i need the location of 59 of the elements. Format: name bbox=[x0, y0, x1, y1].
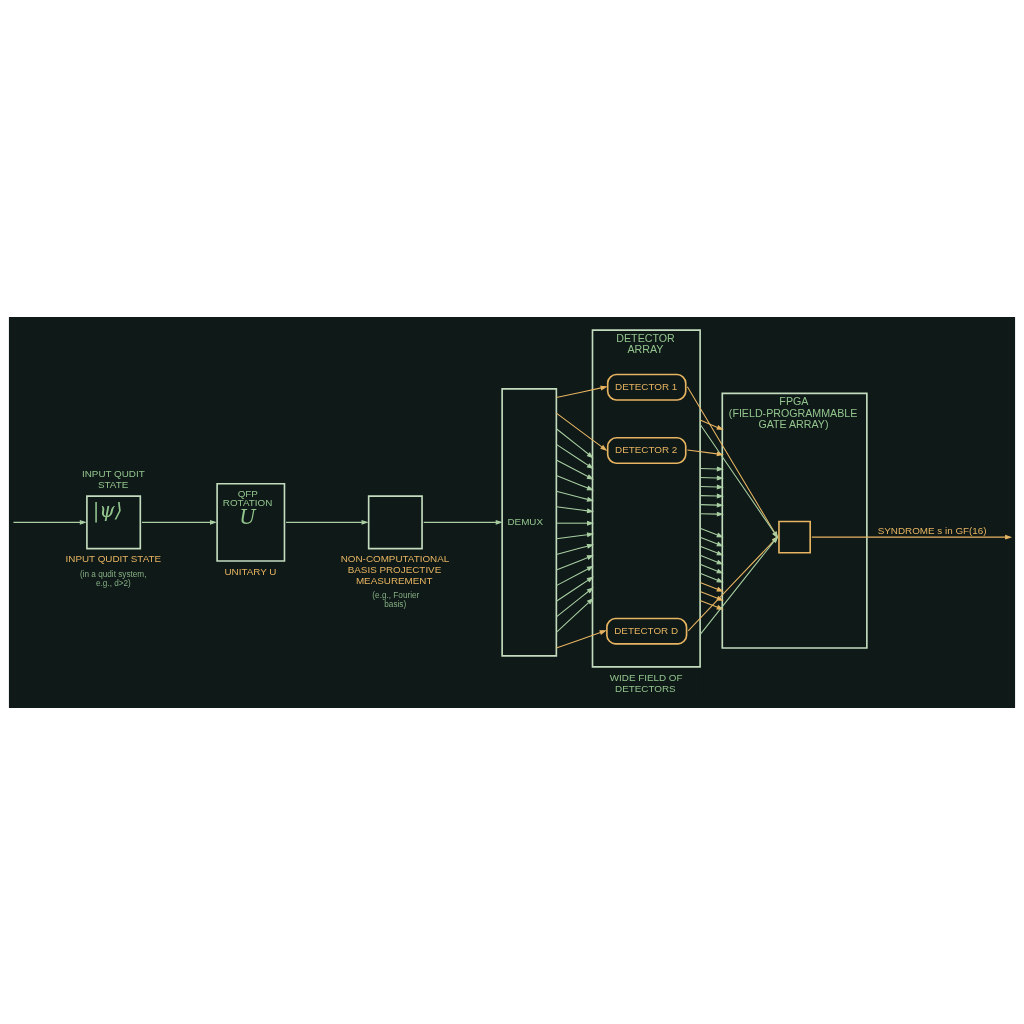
arrow bbox=[555, 474, 594, 490]
node-label: INPUT QUDIT STATE bbox=[65, 552, 162, 564]
arrow bbox=[555, 597, 594, 633]
arrow bbox=[699, 502, 724, 508]
node-box: DEMUX bbox=[501, 387, 558, 657]
arrow bbox=[285, 519, 369, 525]
arrow bbox=[555, 443, 594, 469]
arrow bbox=[699, 527, 724, 537]
arrow bbox=[555, 505, 595, 513]
arrow bbox=[555, 458, 594, 480]
arrow bbox=[699, 536, 724, 546]
arrow bbox=[687, 535, 779, 631]
arrow bbox=[699, 475, 724, 480]
node-box bbox=[778, 520, 811, 554]
arrow bbox=[555, 554, 594, 571]
node-label: WIDE FIELD OF DETECTORS bbox=[609, 671, 683, 694]
node-box: |ψ⟩ bbox=[86, 494, 142, 549]
arrow bbox=[699, 554, 724, 565]
arrow bbox=[423, 519, 503, 525]
node-box bbox=[367, 494, 423, 549]
arrow bbox=[699, 423, 779, 538]
arrow bbox=[686, 449, 724, 456]
node-box: DETECTOR 1 bbox=[606, 373, 687, 401]
node-box: DETECTOR D bbox=[606, 617, 688, 645]
node-label: NON-COMPUTATIONAL BASIS PROJECTIVE MEASUREMENT bbox=[340, 552, 450, 586]
edge-label: SYNDROME s in GF(16) bbox=[877, 524, 987, 536]
arrow bbox=[699, 563, 724, 574]
arrow bbox=[699, 581, 724, 592]
arrow bbox=[555, 427, 594, 458]
arrow bbox=[555, 565, 594, 586]
arrow bbox=[699, 590, 724, 601]
node-label: INPUT QUDIT STATE bbox=[81, 467, 145, 490]
arrow bbox=[811, 534, 1013, 540]
node-box: DETECTOR 2 bbox=[606, 436, 687, 464]
node-label: (e.g., Fourier basis) bbox=[372, 590, 420, 609]
arrow bbox=[555, 543, 595, 555]
arrow bbox=[699, 599, 724, 610]
arrow bbox=[141, 519, 218, 525]
arrow bbox=[555, 586, 594, 617]
arrow bbox=[699, 484, 724, 489]
arrow bbox=[699, 535, 779, 635]
arrow bbox=[555, 412, 608, 451]
cluster: FPGA (FIELD-PROGRAMMABLE GATE ARRAY) bbox=[721, 392, 868, 649]
arrow bbox=[555, 629, 607, 649]
arrow bbox=[699, 465, 724, 471]
arrow bbox=[699, 419, 724, 430]
arrow bbox=[699, 493, 724, 499]
arrow bbox=[12, 519, 87, 525]
arrow bbox=[699, 511, 724, 517]
arrow bbox=[555, 490, 595, 502]
arrow bbox=[699, 572, 724, 583]
arrow bbox=[699, 545, 724, 556]
arrow bbox=[555, 531, 595, 539]
arrow bbox=[555, 575, 594, 602]
node-label: (in a qudit system, e.g., d>2) bbox=[79, 569, 147, 588]
node-label: UNITARY U bbox=[224, 565, 277, 577]
arrow bbox=[555, 520, 595, 526]
node-box: QFP ROTATION U bbox=[216, 482, 286, 562]
arrow bbox=[555, 385, 608, 398]
